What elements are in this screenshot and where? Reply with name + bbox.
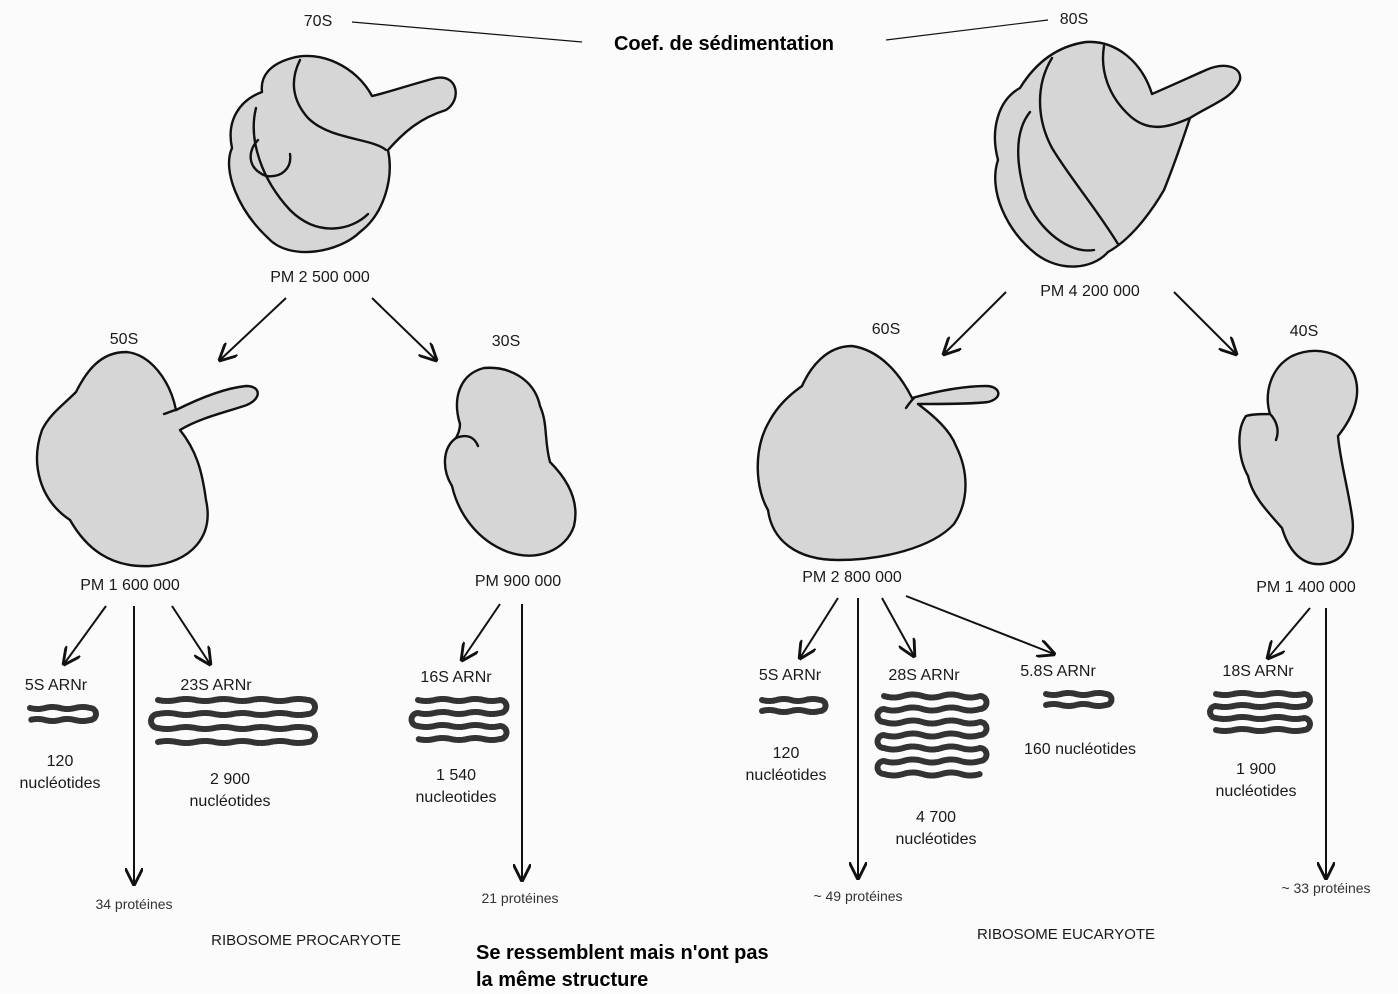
subunit-30s-shape (445, 368, 575, 556)
label-euk-28s-count: 4 700 (916, 808, 956, 827)
label-euk-proteins-small: ~ 33 protéines (1281, 880, 1370, 897)
label-euk-5-8s-count: 160 nucléotides (1024, 740, 1136, 759)
label-40s-mass: PM 1 400 000 (1256, 578, 1356, 597)
arrow-50s-to-5s (64, 606, 106, 664)
arrow-30s-to-16s (462, 604, 500, 660)
rrna-euk-28s (878, 695, 987, 776)
label-80s: 80S (1060, 10, 1088, 29)
footer-line-2: la même structure (476, 967, 769, 994)
label-70s-mass: PM 2 500 000 (270, 268, 370, 287)
ribosome-80s-shape (995, 42, 1240, 267)
rrna-prok-16s (412, 699, 507, 740)
rrna-euk-5-8s (1046, 693, 1112, 706)
label-prok-5s: 5S ARNr (25, 676, 87, 695)
label-euk-18s-count: 1 900 (1236, 760, 1276, 779)
label-prok-5s-count: 120 (47, 752, 74, 771)
footer-line-1: Se ressemblent mais n'ont pas (476, 940, 769, 967)
label-prok-16s-unit: nucleotides (416, 788, 497, 807)
label-euk-5s-unit: nucléotides (746, 766, 827, 785)
label-prok-23s: 23S ARNr (180, 676, 251, 695)
label-prok-23s-unit: nucléotides (190, 792, 271, 811)
label-prok-16s-count: 1 540 (436, 766, 476, 785)
label-euk-18s-unit: nucléotides (1216, 782, 1297, 801)
label-ribosome-eucaryote: RIBOSOME EUCARYOTE (977, 926, 1155, 944)
label-prok-proteins-large: 34 protéines (95, 896, 172, 913)
label-coef-sedimentation: Coef. de sédimentation (614, 32, 834, 56)
label-euk-28s-unit: nucléotides (896, 830, 977, 849)
label-ribosome-procaryote: RIBOSOME PROCARYOTE (211, 932, 401, 950)
leader-line-80s (886, 20, 1048, 40)
subunit-40s-shape (1239, 351, 1357, 564)
arrow-80s-to-40s (1174, 292, 1236, 354)
rrna-euk-5s (762, 699, 826, 712)
label-prok-proteins-small: 21 protéines (481, 890, 558, 907)
rrna-squiggles (30, 693, 1310, 776)
label-euk-5s: 5S ARNr (759, 666, 821, 685)
label-prok-23s-count: 2 900 (210, 770, 250, 789)
leader-line-70s (352, 22, 582, 42)
arrow-80s-to-60s (944, 292, 1006, 354)
label-prok-16s: 16S ARNr (420, 668, 491, 687)
label-80s-mass: PM 4 200 000 (1040, 282, 1140, 301)
subunit-50s-shape (37, 352, 258, 566)
label-euk-5-8s: 5.8S ARNr (1020, 662, 1096, 681)
arrow-40s-to-18s (1268, 608, 1310, 658)
rrna-prok-23s (151, 699, 315, 743)
label-60s-mass: PM 2 800 000 (802, 568, 902, 587)
arrow-60s-to-28s (882, 598, 914, 656)
label-70s: 70S (304, 12, 332, 31)
label-euk-28s: 28S ARNr (888, 666, 959, 685)
ribosome-70s-shape (229, 56, 456, 252)
rrna-euk-18s (1210, 693, 1310, 731)
subunit-60s-shape (758, 346, 999, 560)
label-30s-mass: PM 900 000 (475, 572, 561, 591)
label-euk-5s-count: 120 (773, 744, 800, 763)
label-50s-mass: PM 1 600 000 (80, 576, 180, 595)
label-50s: 50S (110, 330, 138, 349)
label-prok-5s-unit: nucléotides (20, 774, 101, 793)
arrow-60s-to-5-8s (906, 596, 1054, 654)
label-euk-18s: 18S ARNr (1222, 662, 1293, 681)
arrow-50s-to-23s (172, 606, 210, 664)
label-60s: 60S (872, 320, 900, 339)
label-40s: 40S (1290, 322, 1318, 341)
arrow-70s-to-30s (372, 298, 436, 360)
arrow-70s-to-50s (220, 298, 286, 360)
footer-note: Se ressemblent mais n'ont pas la même st… (476, 940, 769, 994)
rrna-prok-5s (30, 707, 96, 721)
label-30s: 30S (492, 332, 520, 351)
label-euk-proteins-large: ~ 49 protéines (813, 888, 902, 905)
arrow-60s-to-5s (800, 598, 838, 658)
